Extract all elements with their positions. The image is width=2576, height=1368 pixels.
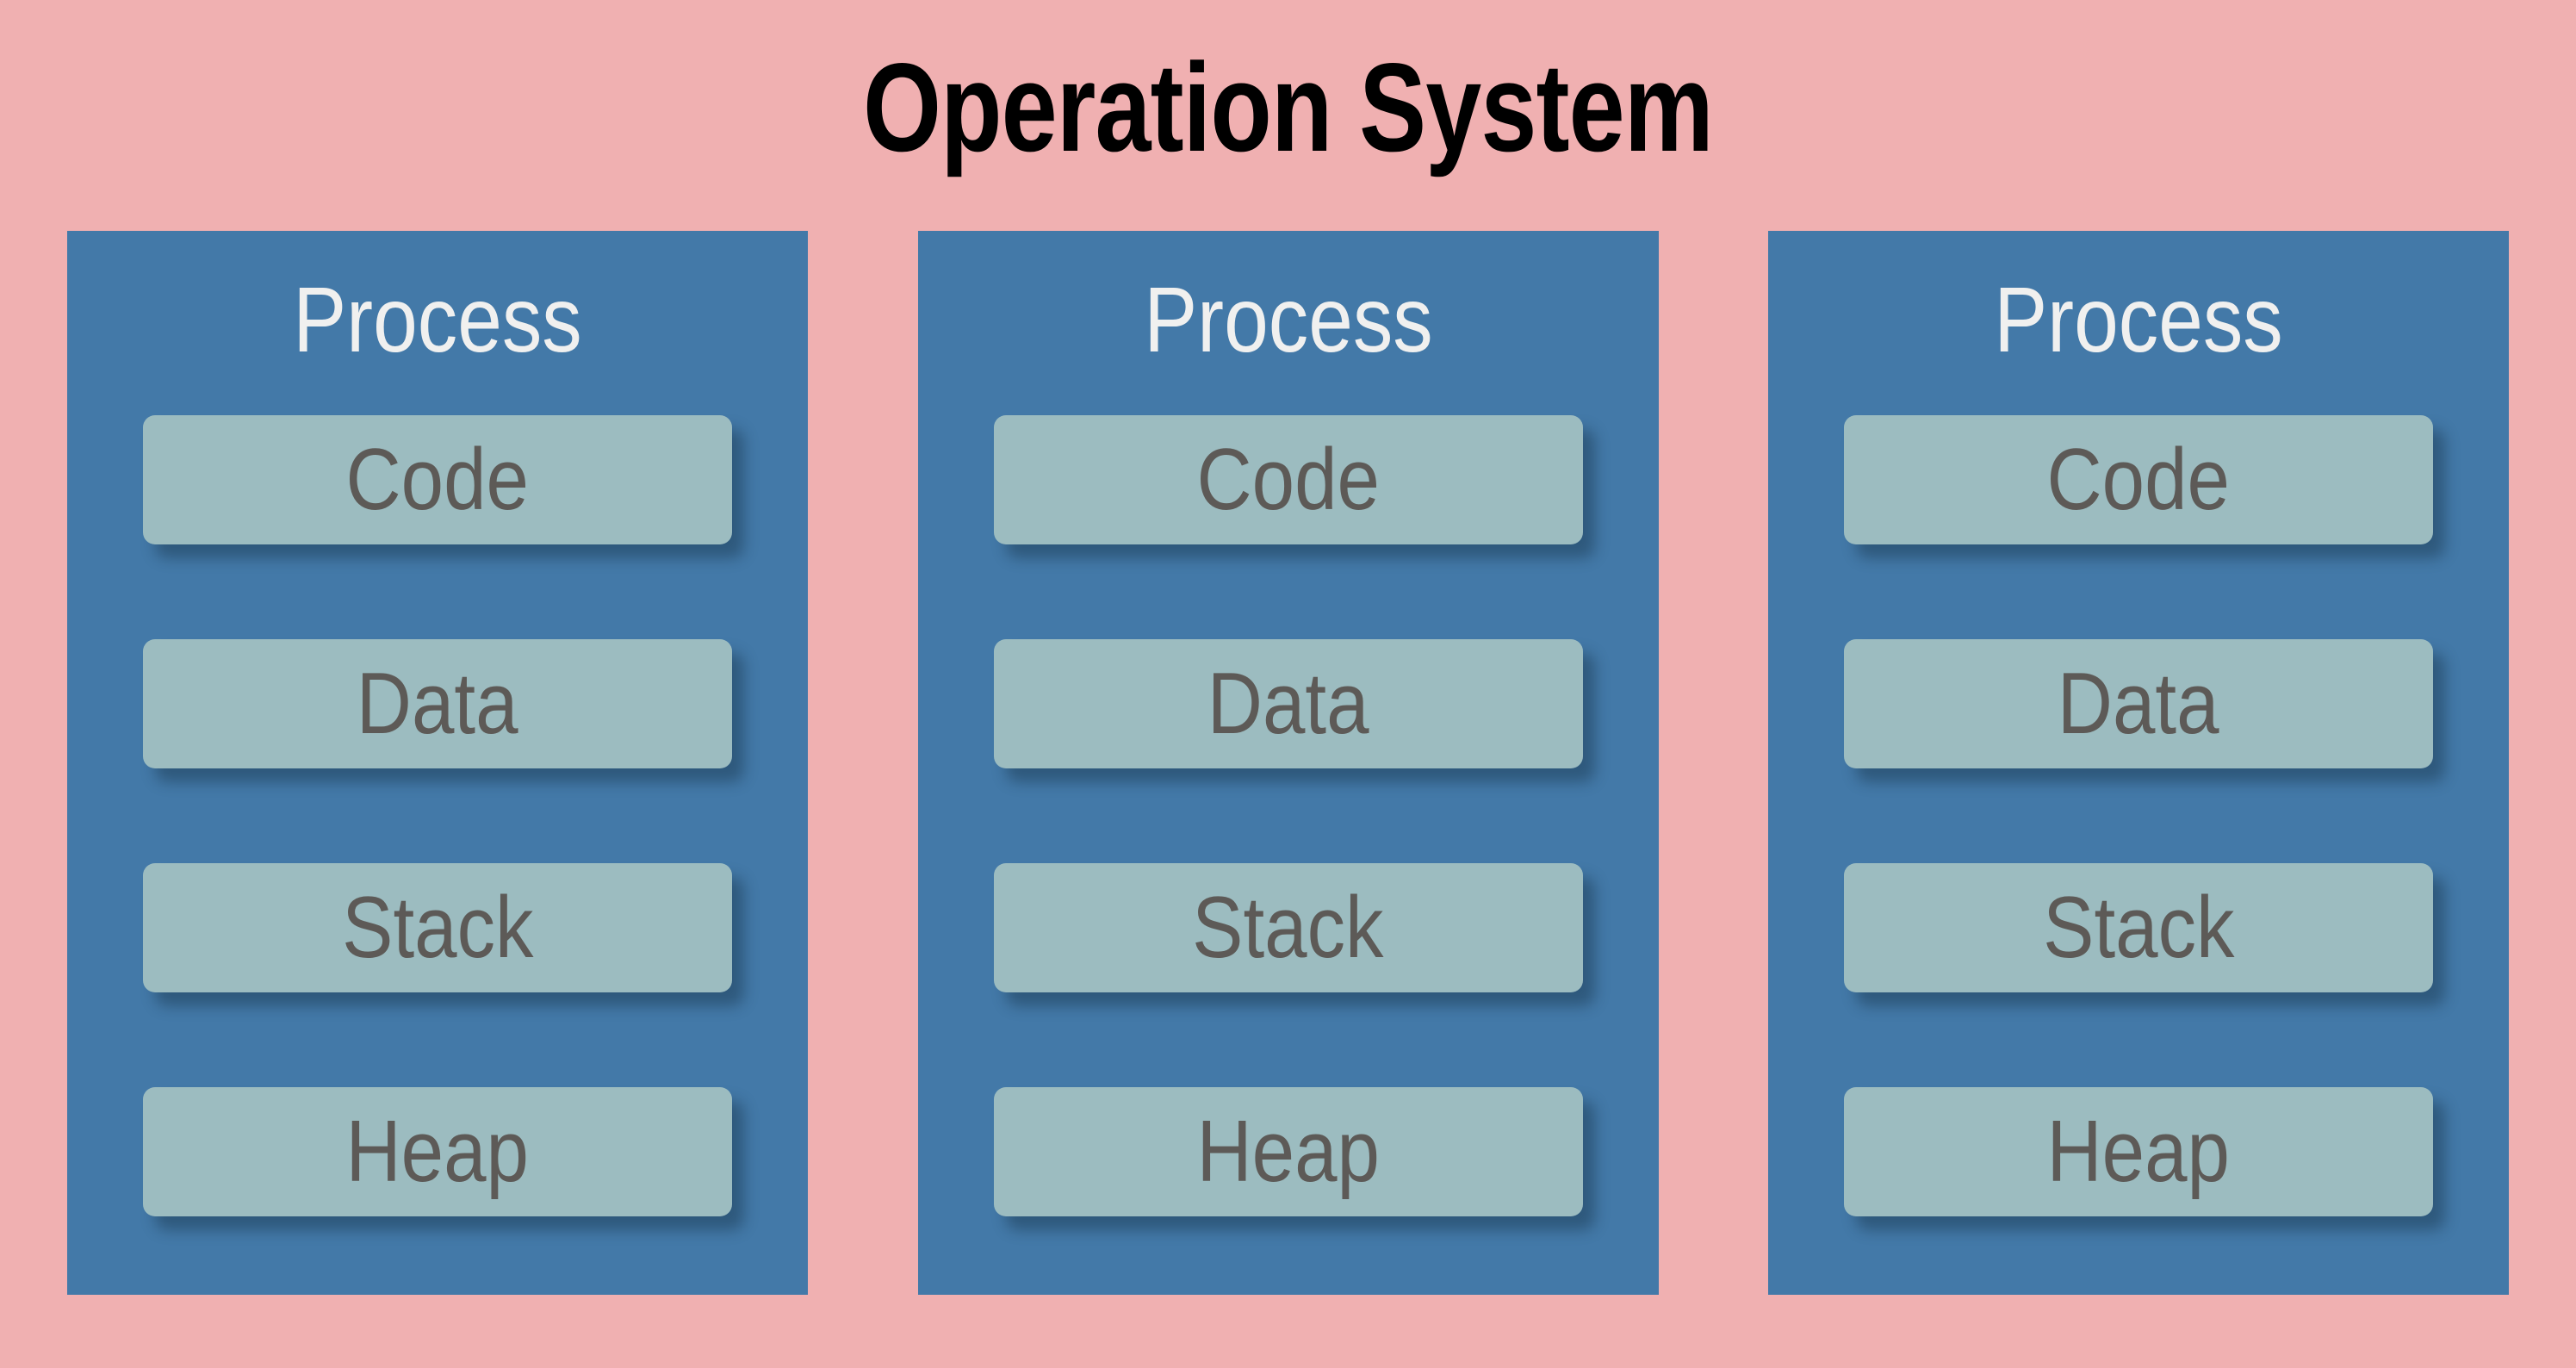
process-heading: Process bbox=[1143, 267, 1433, 371]
memory-segment-data[interactable]: Data bbox=[143, 639, 732, 768]
memory-segment-stack[interactable]: Stack bbox=[143, 863, 732, 992]
memory-segment-heap[interactable]: Heap bbox=[1844, 1087, 2433, 1216]
memory-segment-stack[interactable]: Stack bbox=[993, 863, 1583, 992]
memory-segment-label: Stack bbox=[341, 879, 534, 976]
page-title: Operation System bbox=[863, 37, 1714, 177]
memory-segment-code[interactable]: Code bbox=[1844, 415, 2433, 544]
process-panel-1[interactable]: Process Code Data Stack Heap bbox=[67, 231, 808, 1295]
memory-segment-label: Stack bbox=[2042, 879, 2235, 976]
memory-segment-data[interactable]: Data bbox=[993, 639, 1583, 768]
memory-segment-code[interactable]: Code bbox=[143, 415, 732, 544]
memory-segment-label: Data bbox=[1207, 655, 1369, 752]
process-panel-2[interactable]: Process Code Data Stack Heap bbox=[917, 231, 1659, 1295]
memory-segment-code[interactable]: Code bbox=[993, 415, 1583, 544]
memory-segment-list: Code Data Stack Heap bbox=[993, 415, 1583, 1216]
memory-segment-list: Code Data Stack Heap bbox=[1844, 415, 2433, 1216]
memory-segment-label: Code bbox=[1196, 431, 1380, 528]
process-heading: Process bbox=[293, 267, 582, 371]
memory-segment-label: Data bbox=[2058, 655, 2219, 752]
memory-segment-label: Stack bbox=[1192, 879, 1384, 976]
memory-segment-label: Code bbox=[2046, 431, 2231, 528]
memory-segment-heap[interactable]: Heap bbox=[993, 1087, 1583, 1216]
memory-segment-label: Data bbox=[357, 655, 518, 752]
memory-segment-data[interactable]: Data bbox=[1844, 639, 2433, 768]
memory-segment-label: Code bbox=[345, 431, 530, 528]
process-panel-3[interactable]: Process Code Data Stack Heap bbox=[1768, 231, 2509, 1295]
memory-segment-label: Heap bbox=[345, 1103, 530, 1200]
memory-segment-label: Heap bbox=[1196, 1103, 1380, 1200]
process-heading: Process bbox=[1994, 267, 2283, 371]
memory-segment-list: Code Data Stack Heap bbox=[143, 415, 732, 1216]
memory-segment-label: Heap bbox=[2046, 1103, 2231, 1200]
process-list: Process Code Data Stack Heap Process bbox=[67, 231, 2509, 1295]
memory-segment-stack[interactable]: Stack bbox=[1844, 863, 2433, 992]
memory-segment-heap[interactable]: Heap bbox=[143, 1087, 732, 1216]
